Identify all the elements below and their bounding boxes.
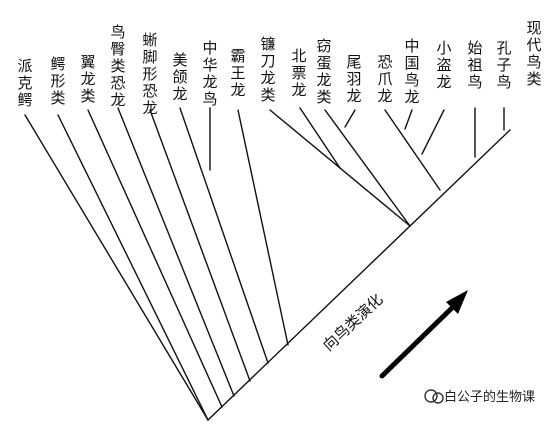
- taxon-label: 中国鸟龙: [404, 37, 420, 106]
- branch-tyrannosaurus: [237, 109, 289, 346]
- taxon-label: 小盗龙: [436, 39, 452, 91]
- taxon-label: 翼龙类: [80, 53, 96, 105]
- taxon-label: 霸王龙: [230, 47, 246, 99]
- taxon-label: 尾羽龙: [346, 53, 362, 105]
- taxon-label: 现代鸟类: [526, 19, 542, 88]
- taxon-label: 中华龙鸟: [202, 39, 218, 108]
- branch-compsognathus: [179, 107, 269, 364]
- branch-crocodylomorpha: [57, 114, 209, 421]
- taxon-label: 孔子鸟: [496, 39, 512, 91]
- branch-sauropodomorpha: [149, 109, 251, 382]
- taxon-label: 北票龙: [291, 47, 307, 99]
- taxon-label: 鸟臀类恐龙: [110, 23, 126, 109]
- taxon-label: 派克鳄: [17, 57, 33, 109]
- branch-pakesuchus: [24, 114, 209, 421]
- branch-beipiaosaurus: [299, 107, 341, 169]
- watermark: 白公子的生物课: [422, 386, 535, 405]
- evolution-arrow: [379, 290, 468, 379]
- taxon-label: 窃蛋龙类: [316, 37, 332, 106]
- taxon-label: 鳄形类: [50, 55, 66, 107]
- branch-pterosauria: [87, 109, 223, 408]
- branch-ornithischia: [117, 107, 235, 397]
- branch-caudipteryx: [344, 109, 356, 128]
- taxon-label: 恐爪龙: [377, 53, 393, 105]
- branch-deinonychus: [384, 109, 441, 191]
- taxon-label: 美颌龙: [172, 51, 188, 103]
- taxon-label: 镰刀龙类: [260, 35, 276, 104]
- tree-backbone: [207, 129, 511, 421]
- taxon-label: 蜥脚形恐龙: [142, 31, 158, 117]
- watermark-text: 白公子的生物课: [444, 390, 536, 405]
- wechat-official-account-icon: [424, 389, 444, 404]
- taxon-label: 始祖鸟: [467, 39, 483, 91]
- branch-microraptor: [421, 109, 445, 155]
- branch-sinornithosaurus: [404, 109, 413, 130]
- branch-oviraptorosauria: [324, 109, 411, 227]
